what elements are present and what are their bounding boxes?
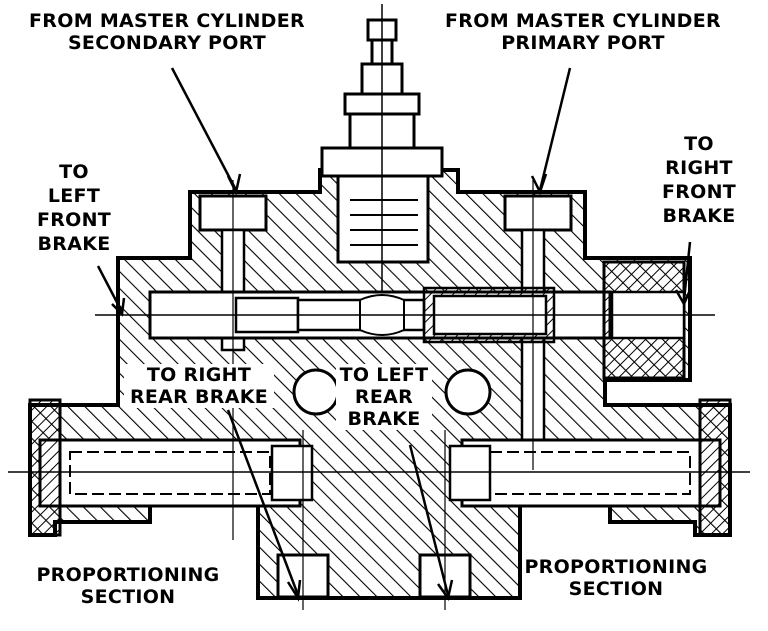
- label-line: SECTION: [80, 586, 176, 608]
- leader-lines: [96, 67, 692, 602]
- port-circle-right: [444, 368, 492, 416]
- label-left-rear-brake: TO LEFT REAR BRAKE: [336, 364, 432, 430]
- label-line: PRIMARY PORT: [501, 32, 665, 54]
- bleeder-fitting: [320, 4, 444, 300]
- label-line: TO: [59, 161, 89, 183]
- label-right-front-brake: TO RIGHT FRONT BRAKE: [652, 132, 746, 228]
- label-line: REAR: [354, 386, 414, 408]
- label-proportioning-left: PROPORTIONING SECTION: [28, 564, 228, 608]
- right-front-fitting: [602, 260, 686, 380]
- port-circle-left: [292, 368, 340, 416]
- label-line: FROM MASTER CYLINDER: [29, 10, 305, 32]
- label-line: TO: [684, 133, 714, 155]
- label-line: BRAKE: [347, 408, 421, 430]
- label-line: FRONT: [661, 181, 737, 203]
- label-secondary-port: FROM MASTER CYLINDER SECONDARY PORT: [22, 10, 312, 54]
- label-line: BRAKE: [37, 233, 111, 255]
- label-left-front-brake: TO LEFT FRONT BRAKE: [26, 160, 122, 256]
- label-line: REAR BRAKE: [129, 386, 269, 408]
- label-line: BRAKE: [662, 205, 736, 227]
- label-line: SECONDARY PORT: [67, 32, 267, 54]
- label-line: FRONT: [36, 209, 112, 231]
- label-proportioning-right: PROPORTIONING SECTION: [516, 556, 716, 600]
- label-line: PROPORTIONING: [524, 556, 708, 578]
- label-line: PROPORTIONING: [36, 564, 220, 586]
- label-line: FROM MASTER CYLINDER: [445, 10, 721, 32]
- label-line: TO LEFT: [339, 364, 429, 386]
- label-line: RIGHT: [665, 157, 733, 179]
- label-primary-port: FROM MASTER CYLINDER PRIMARY PORT: [438, 10, 728, 54]
- label-line: SECTION: [568, 578, 664, 600]
- lower-bore: [28, 398, 732, 537]
- label-line: LEFT: [47, 185, 101, 207]
- label-line: TO RIGHT: [146, 364, 252, 386]
- primary-inlet-port: [503, 194, 573, 232]
- label-right-rear-brake: TO RIGHT REAR BRAKE: [124, 364, 274, 408]
